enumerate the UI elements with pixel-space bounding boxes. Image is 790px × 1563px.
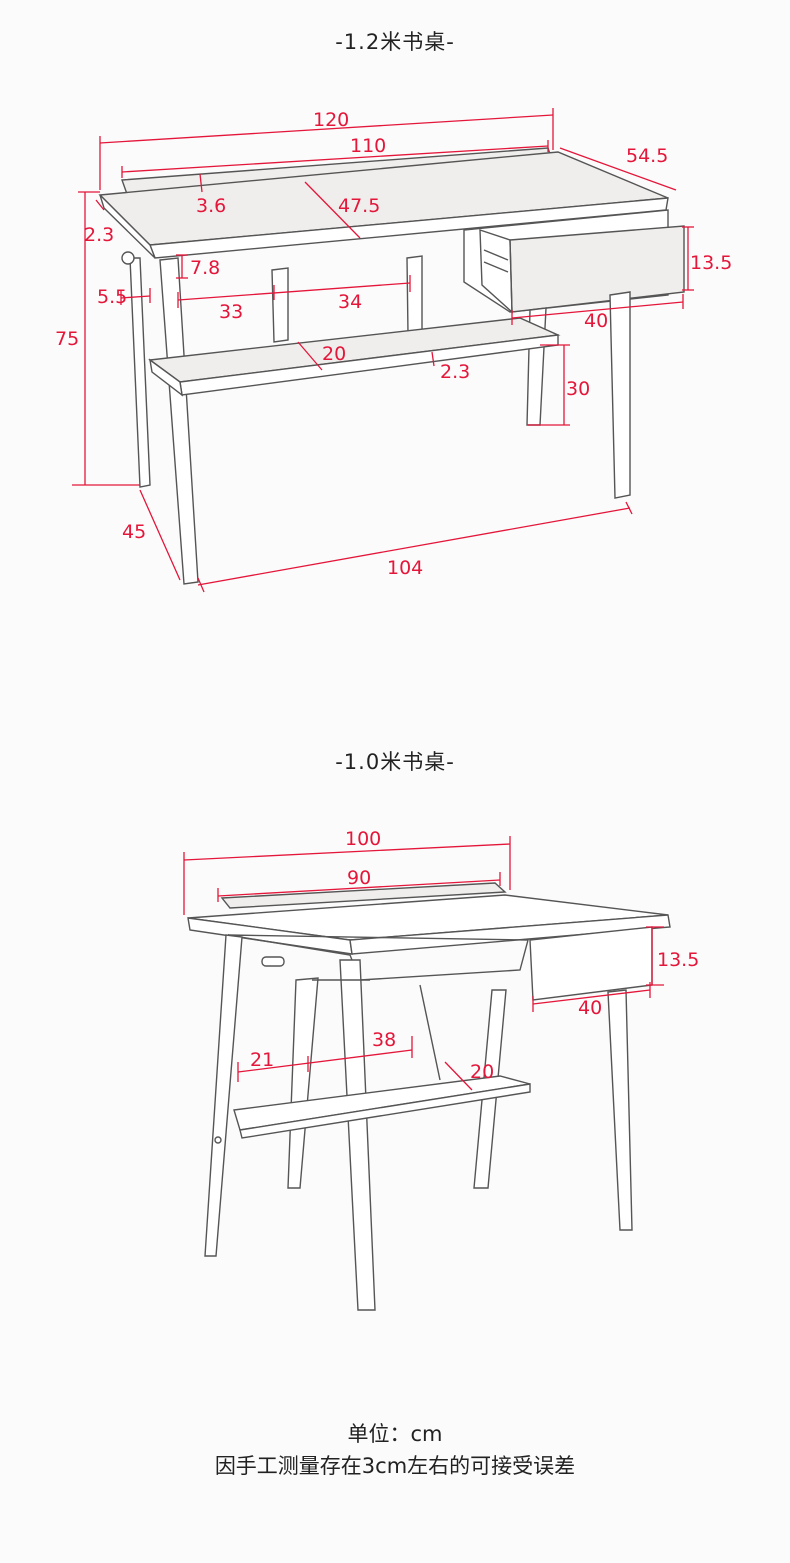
dim-inner-depth: 47.5 [338,195,380,217]
dim-drawer-width: 40 [584,310,608,332]
dim-drawer-height: 13.5 [690,252,732,274]
dim-span-mid: 34 [338,291,362,313]
dim-depth: 54.5 [626,145,668,167]
dim-span-left: 33 [219,301,243,323]
desk-100-diagram: 100 90 13.5 40 21 38 20 [183,828,699,1311]
dim-floor-length: 104 [387,557,423,579]
dim-span-mid: 38 [372,1029,396,1051]
desk-120-drawing [98,147,685,585]
dim-drawer-height: 13.5 [657,949,699,971]
unit-label: 单位：cm [347,1422,443,1446]
dim-shelf-depth: 20 [322,343,346,365]
dim-width: 100 [345,828,381,850]
dim-board-height: 3.6 [196,195,226,217]
tolerance-note: 因手工测量存在3cm左右的可接受误差 [214,1454,576,1478]
desk-100-title: -1.0米书桌- [335,750,455,774]
dim-top-shelf: 110 [350,135,386,157]
desk-120-dimensions [72,108,694,593]
footer: 单位：cm 因手工测量存在3cm左右的可接受误差 [0,1418,790,1482]
desk-120-diagram: 120 110 54.5 3.6 47.5 2.3 13.5 7.8 5.5 7… [55,108,732,593]
desk-100-labels: 100 90 13.5 40 21 38 20 [250,828,699,1083]
dim-span-left: 21 [250,1049,274,1071]
dim-leg-gap: 5.5 [97,286,127,308]
desk-120-labels: 120 110 54.5 3.6 47.5 2.3 13.5 7.8 5.5 7… [55,109,732,579]
dim-shelf-height: 30 [566,378,590,400]
dim-drawer-width: 40 [578,997,602,1019]
dim-height: 75 [55,328,79,350]
desk-100-drawing [187,882,671,1311]
dim-width: 120 [313,109,349,131]
dim-top-thickness: 2.3 [84,224,114,246]
desk-100-dimensions [183,836,664,1091]
dim-top-shelf: 90 [347,867,371,889]
dim-shelf-depth: 20 [470,1061,494,1083]
dim-side-depth: 45 [122,521,146,543]
desk-120-title: -1.2米书桌- [335,30,455,54]
dim-shelf-thickness: 2.3 [440,361,470,383]
dim-apron: 7.8 [190,257,220,279]
